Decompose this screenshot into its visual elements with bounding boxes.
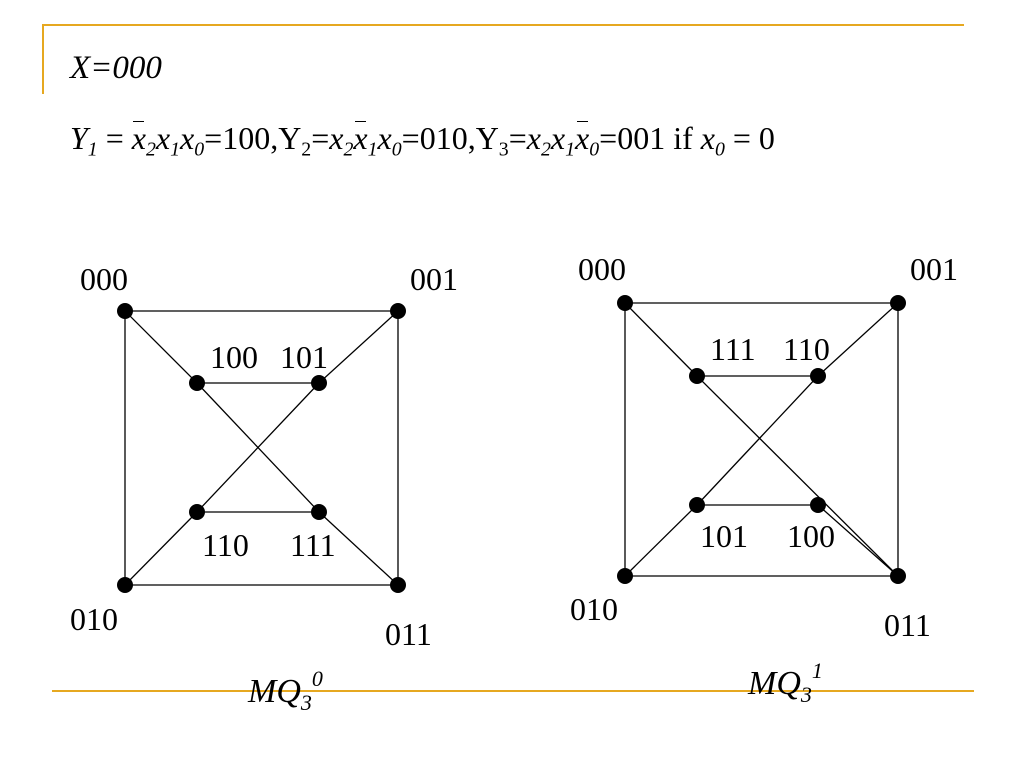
edge-001-101 <box>318 310 399 384</box>
y2-x2-term: x <box>329 120 344 156</box>
node-label-011: 011 <box>884 607 931 643</box>
y3-subscript: 3 <box>498 138 509 161</box>
condition-x-term: x <box>700 120 715 156</box>
edge-111-011 <box>696 375 899 577</box>
node-011 <box>390 577 406 593</box>
graph-label-subscript: 3 <box>800 682 812 707</box>
node-label-101: 101 <box>700 518 748 554</box>
node-label-111: 111 <box>290 527 336 563</box>
node-101 <box>311 375 327 391</box>
node-000 <box>617 295 633 311</box>
edge-110-101 <box>696 375 819 506</box>
node-label-111: 111 <box>710 331 756 367</box>
graph-mq3-0 <box>124 310 399 586</box>
node-label-001: 001 <box>410 261 458 297</box>
y2-x0-subscript: 0 <box>391 138 402 161</box>
slide-title: X=000 <box>70 50 162 86</box>
y2-equals: = <box>311 120 330 156</box>
node-011 <box>890 568 906 584</box>
edge-010-101 <box>624 504 698 577</box>
x1-term: x <box>155 120 171 156</box>
equals-sign: = <box>97 120 132 156</box>
y2-x1-overbar: x <box>353 120 368 156</box>
y2-symbol: Y <box>278 120 302 156</box>
y2-x2-subscript: 2 <box>343 138 354 161</box>
y2-x0-term: x <box>377 120 392 156</box>
node-111 <box>311 504 327 520</box>
graph-mq3-0-nodes <box>117 303 406 593</box>
edge-010-110 <box>124 511 198 586</box>
y2-x1-subscript: 1 <box>367 138 378 161</box>
graph-label-mq3-0: MQ30 <box>247 666 323 715</box>
node-label-001: 001 <box>910 251 958 287</box>
graph-mq3-1 <box>624 302 899 577</box>
node-label-110: 110 <box>783 331 830 367</box>
node-110 <box>810 368 826 384</box>
bottom-accent-rule <box>52 690 974 692</box>
node-010 <box>617 568 633 584</box>
y1-value: =100, <box>204 120 279 156</box>
graph-label-base: MQ <box>747 665 801 702</box>
y3-x2-subscript: 2 <box>540 138 551 161</box>
node-010 <box>117 577 133 593</box>
x2-subscript: 2 <box>145 138 156 161</box>
y3-x2-term: x <box>526 120 541 156</box>
x2-overbar: x <box>131 120 146 156</box>
graph-label-mq3-1: MQ31 <box>747 658 823 707</box>
node-101 <box>689 497 705 513</box>
y3-x1-subscript: 1 <box>565 138 576 161</box>
edge-000-100 <box>124 310 198 384</box>
condition-tail: = 0 <box>724 120 775 156</box>
top-accent-rule <box>42 24 964 26</box>
formula-line: Y1 = x2x1x0=100,Y2=x2x1x0=010,Y3=x2x1x0=… <box>70 120 775 161</box>
graph-mq3-1-nodes <box>617 295 906 584</box>
y3-x0-overbar: x <box>575 120 590 156</box>
y3-value: =001 if <box>599 120 701 156</box>
graph-label-superscript: 1 <box>812 658 823 683</box>
y1-symbol: Y <box>70 120 88 156</box>
node-label-110: 110 <box>202 527 249 563</box>
edge-011-100 <box>817 504 899 577</box>
y1-subscript: 1 <box>87 138 98 161</box>
node-100 <box>189 375 205 391</box>
node-label-010: 010 <box>70 601 118 637</box>
node-110 <box>189 504 205 520</box>
x1-subscript: 1 <box>170 138 181 161</box>
graph-label-superscript: 0 <box>312 666 323 691</box>
x0-term: x <box>180 120 195 156</box>
node-label-100: 100 <box>787 518 835 554</box>
node-label-100: 100 <box>210 339 258 375</box>
y3-x0-subscript: 0 <box>589 138 600 161</box>
edge-011-111 <box>318 511 399 586</box>
node-100 <box>810 497 826 513</box>
node-label-010: 010 <box>570 591 618 627</box>
node-001 <box>390 303 406 319</box>
node-000 <box>117 303 133 319</box>
condition-subscript: 0 <box>714 138 725 161</box>
graph-label-subscript: 3 <box>300 690 312 715</box>
node-001 <box>890 295 906 311</box>
node-label-000: 000 <box>80 261 128 297</box>
y3-symbol: Y <box>475 120 499 156</box>
y3-equals: = <box>508 120 527 156</box>
edge-000-111 <box>624 302 698 377</box>
y2-subscript: 2 <box>301 138 312 161</box>
node-label-101: 101 <box>280 339 328 375</box>
graph-label-base: MQ <box>247 673 301 710</box>
edge-001-110 <box>817 302 899 377</box>
x0-subscript: 0 <box>194 138 205 161</box>
y2-value: =010, <box>401 120 476 156</box>
node-111 <box>689 368 705 384</box>
node-label-011: 011 <box>385 616 432 652</box>
y3-x1-term: x <box>550 120 566 156</box>
node-label-000: 000 <box>578 251 626 287</box>
edge-101-110 <box>196 382 320 513</box>
left-accent-rule <box>42 24 44 94</box>
